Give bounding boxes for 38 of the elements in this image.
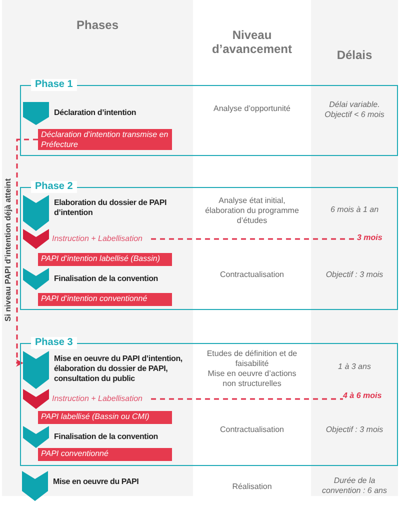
status-text: Etudes de définition et de faisabilité [206, 349, 298, 369]
duration-text: 3 mois [357, 233, 385, 243]
status-text: Contractualisation [218, 270, 286, 280]
duration-text: Objectif : 3 mois [324, 425, 384, 435]
duration-text: 6 mois à 1 an [329, 205, 380, 215]
duration-text: 4 à 6 mois [343, 391, 385, 401]
duration-text: 1 à 3 ans [337, 362, 372, 372]
edge-label: Si niveau PAPI d’intention déjà atteint [3, 178, 13, 322]
column-header: Phases [75, 18, 120, 32]
phase-title: Phase 1 [31, 79, 77, 91]
step-text: Finalisation de la convention [54, 432, 159, 442]
status-text: Mise en oeuvre d’actions non structurelles [206, 369, 298, 389]
phase-title: Phase 3 [31, 337, 77, 349]
status-text: Analyse d’opportunité [212, 104, 292, 114]
dashed-connector [151, 398, 343, 400]
milestone-box: PAPI labellisé (Bassin ou CMI) [38, 411, 172, 424]
step-text: Elaboration du dossier de PAPI d’intention [54, 198, 168, 218]
duration-text: Objectif : 3 mois [324, 270, 384, 280]
step-text: Instruction + Labellisation [52, 234, 142, 244]
column-header: Délais [336, 48, 374, 62]
milestone-box: PAPI conventionné [38, 448, 172, 461]
duration-text: Durée de la convention : 6 ans [321, 476, 388, 496]
step-text: Mise en oeuvre du PAPI d’intention, élaboration du dossier de PAPI, consultation du public [54, 354, 184, 384]
milestone-box: PAPI d’intention labellisé (Bassin) [38, 253, 172, 266]
phase-title: Phase 2 [31, 181, 77, 193]
step-text: Mise en oeuvre du PAPI [53, 477, 140, 487]
status-text: Contractualisation [218, 425, 286, 435]
step-text: Instruction + Labellisation [52, 394, 142, 404]
milestone-box: Déclaration d’intention transmise en Préfecture [38, 129, 172, 150]
dashed-connector [151, 238, 357, 240]
duration-text: Délai variable. Objectif < 6 mois [324, 100, 386, 120]
status-text: Réalisation [231, 482, 273, 492]
status-text: Analyse état initial, élaboration du programme d’études [204, 196, 300, 226]
arrow [16, 138, 38, 367]
column-header: Niveau d’avancement [210, 28, 294, 56]
step-text: Déclaration d’intention [54, 108, 138, 118]
step-text: Finalisation de la convention [54, 274, 159, 284]
milestone-box: PAPI d’intention conventionné [38, 293, 172, 306]
